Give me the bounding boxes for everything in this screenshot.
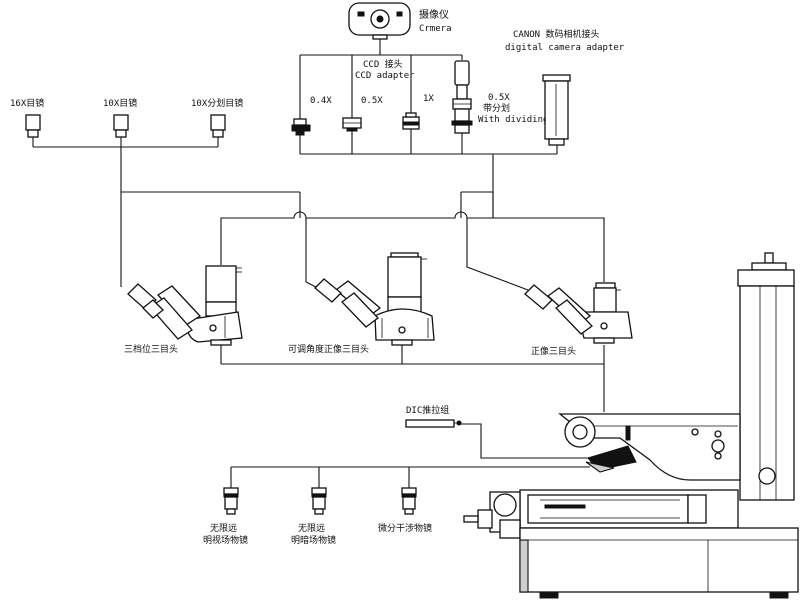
obj-dic-label: 微分干涉物镜 [378, 522, 432, 534]
camera-label-en: Crmera [419, 24, 452, 34]
connector-lines [32, 38, 605, 488]
ccd-04x-label: 0.4X [310, 96, 332, 106]
ep-16x-label: 16X目镜 [10, 97, 44, 109]
ccd-1x-label: 1X [423, 94, 434, 104]
head-3pos-label: 三档位三目头 [124, 343, 178, 355]
trinocular-head-adjustable-icon[interactable] [314, 252, 435, 346]
canon-adapter-label-en: digital camera adapter [505, 43, 625, 53]
div-cn-label: 带分划 [483, 102, 510, 114]
divided-adapter-05x-icon[interactable] [451, 60, 473, 134]
ep-10x-label: 10X目镜 [103, 97, 137, 109]
objective-bright-dark-field-icon[interactable] [311, 487, 327, 515]
obj-bright-label-2: 明视场物镜 [203, 534, 248, 546]
eyepiece-10x-icon[interactable] [113, 114, 129, 138]
microscope-frame-icon [463, 252, 799, 599]
obj-dark-label-1: 无限远 [298, 523, 325, 534]
dic-label: DIC推拉组 [406, 404, 449, 416]
ccd-05x-label: 0.5X [361, 96, 383, 106]
ccd-adapter-1x-icon[interactable] [402, 112, 420, 130]
div-05x-label: 0.5X [488, 93, 510, 103]
ccd-adapter-label: CCD 接头 [363, 58, 403, 70]
div-en-label: With dividing [478, 115, 548, 125]
canon-adapter-label: CANON 数码相机接头 [513, 28, 600, 40]
trinocular-head-3pos-icon[interactable] [127, 265, 243, 346]
ccd-adapter-04x-icon[interactable] [291, 118, 311, 136]
dic-slider-icon[interactable] [405, 419, 462, 428]
head-erect-label: 正像三目头 [531, 345, 576, 357]
ccd-adapter-05x-icon[interactable] [342, 117, 362, 132]
trinocular-head-erect-icon[interactable] [524, 282, 633, 344]
objective-brightfield-icon[interactable] [223, 487, 239, 515]
obj-bright-label-1: 无限远 [210, 523, 237, 534]
obj-dark-label-2: 明暗场物镜 [291, 534, 336, 546]
ccd-adapter-label-en: CCD adapter [355, 71, 415, 81]
eyepiece-16x-icon[interactable] [25, 114, 41, 138]
eyepiece-10x-divided-icon[interactable] [210, 114, 226, 138]
objective-dic-icon[interactable] [401, 487, 417, 515]
camera-label: 摄像仪 [419, 8, 449, 21]
canon-adapter-icon[interactable] [542, 74, 571, 146]
camera-icon[interactable] [348, 2, 411, 40]
ep-10x-div-label: 10X分划目镜 [191, 97, 243, 109]
head-adj-label: 可调角度正像三目头 [288, 343, 369, 355]
